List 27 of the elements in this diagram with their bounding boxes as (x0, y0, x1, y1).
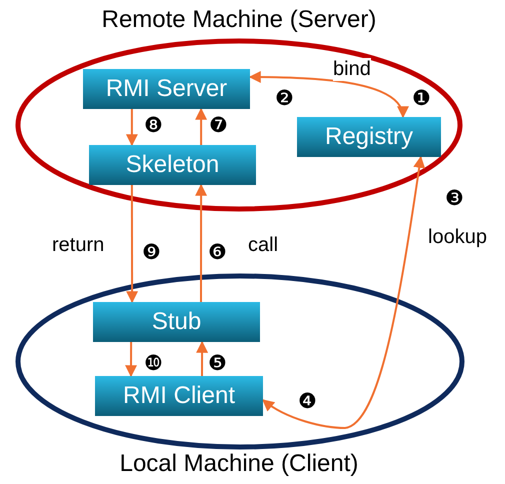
process-box: RMI Server (83, 69, 250, 109)
arrow (125, 342, 138, 378)
process-box: Stub (93, 302, 260, 342)
step-number: ❸ (445, 188, 464, 209)
step-number: ❼ (209, 115, 228, 136)
arrow (196, 340, 208, 376)
arrow (126, 185, 138, 304)
step-number: ❻ (208, 242, 227, 263)
step-number: ❹ (298, 391, 317, 412)
step-number: ❶ (412, 88, 431, 109)
step-number: ❿ (144, 353, 163, 374)
step-number: ❷ (275, 88, 294, 109)
arrow (248, 71, 407, 118)
step-number: ❺ (208, 353, 227, 374)
step-number: ❾ (142, 242, 161, 263)
edge-label: bind (333, 58, 371, 81)
group-title: Remote Machine (Server) (100, 6, 378, 34)
arrow (126, 109, 138, 146)
step-number: ❽ (144, 115, 163, 136)
edge-label: lookup (428, 226, 487, 249)
process-box: Registry (297, 117, 441, 157)
group-title: Local Machine (Client) (118, 450, 360, 478)
process-box: RMI Client (95, 376, 263, 416)
arrow (195, 108, 208, 145)
arrow (262, 156, 426, 429)
process-box: Skeleton (89, 145, 256, 185)
arrow (195, 184, 208, 302)
